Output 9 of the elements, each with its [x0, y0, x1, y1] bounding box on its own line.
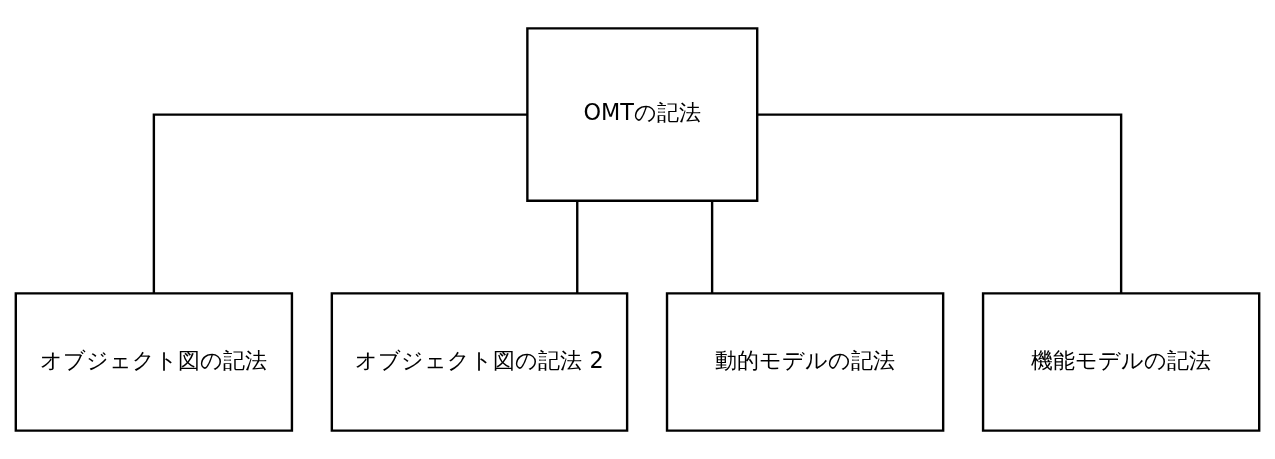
connector [576, 201, 579, 294]
connector [757, 113, 1123, 294]
node-box: 機能モデルの記法 [981, 292, 1261, 432]
connector [710, 201, 714, 294]
node-box: OMTの記法 [526, 27, 759, 202]
node-box: オブジェクト図の記法 [14, 292, 294, 432]
connector [152, 113, 528, 294]
node-box: オブジェクト図の記法 2 [330, 292, 629, 432]
node-box: 動的モデルの記法 [665, 292, 945, 432]
